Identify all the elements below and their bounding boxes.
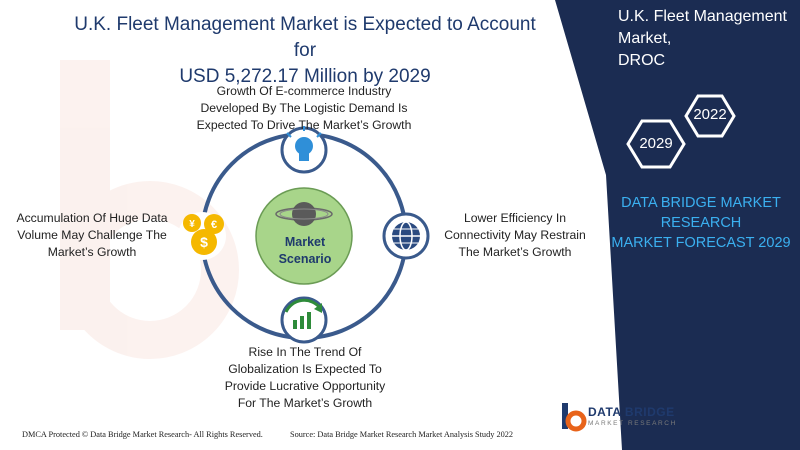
watermark xyxy=(60,60,239,359)
hexagon-label-2022: 2022 xyxy=(693,106,727,123)
driver-text: Growth Of E-commerce Industry Developed … xyxy=(190,83,418,134)
center-label-line-2: Scenario xyxy=(278,252,332,266)
title-line-2: USD 5,272.17 Million by 2029 xyxy=(179,66,431,87)
logo-name: DATA BRIDGE xyxy=(588,405,675,419)
challenge-line-3: Market’s Growth xyxy=(47,245,137,259)
title-line-1: U.K. Fleet Management Market is Expected… xyxy=(74,14,536,61)
driver-line-2: Developed By The Logistic Demand Is xyxy=(200,101,408,115)
opportunity-line-3: Provide Lucrative Opportunity xyxy=(224,379,386,393)
brand-line-2: RESEARCH xyxy=(660,215,742,231)
side-panel-title: U.K. Fleet Management Market, DROC xyxy=(618,6,794,72)
driver-line-1: Growth Of E-commerce Industry xyxy=(216,84,392,98)
brand-line-1: DATA BRIDGE MARKET xyxy=(621,195,781,211)
logo-tagline: MARKET RESEARCH xyxy=(588,420,677,427)
hexagon-2022 xyxy=(684,94,736,138)
driver-line-3: Expected To Drive The Market’s Growth xyxy=(196,118,412,132)
center-disc xyxy=(255,187,353,285)
hexagon-2029 xyxy=(626,119,686,169)
main-title: U.K. Fleet Management Market is Expected… xyxy=(70,12,540,90)
center-sphere xyxy=(292,202,316,226)
side-title-line-2: DROC xyxy=(618,52,666,69)
restraint-line-2: Connectivity May Restrain xyxy=(444,228,586,242)
hexagon-label-2029: 2029 xyxy=(639,135,673,152)
restraint-line-3: The Market’s Growth xyxy=(458,245,572,259)
opportunity-line-1: Rise In The Trend Of xyxy=(248,345,362,359)
source-text: Source: Data Bridge Market Research Mark… xyxy=(290,430,514,439)
svg-text:€: € xyxy=(211,219,217,231)
svg-text:¥: ¥ xyxy=(189,219,195,230)
side-panel-bg xyxy=(555,0,800,450)
center-sphere-ring xyxy=(279,208,329,220)
currency-coins-icon: ¥ € $ xyxy=(178,212,226,260)
challenge-line-1: Accumulation Of Huge Data xyxy=(16,211,168,225)
challenge-line-2: Volume May Challenge The xyxy=(17,228,167,242)
opportunity-line-4: For The Market’s Growth xyxy=(237,396,373,410)
challenge-text: Accumulation Of Huge Data Volume May Cha… xyxy=(12,210,172,261)
opportunity-line-2: Globalization Is Expected To xyxy=(228,362,382,376)
svg-text:$: $ xyxy=(200,234,208,250)
brand-line-3: MARKET FORECAST 2029 xyxy=(611,235,791,251)
restraint-text: Lower Efficiency In Connectivity May Res… xyxy=(430,210,600,261)
opportunity-text: Rise In The Trend Of Globalization Is Ex… xyxy=(215,344,395,412)
center-label-line-1: Market xyxy=(284,235,326,249)
center-label: Market Scenario xyxy=(262,234,348,268)
restraint-line-1: Lower Efficiency In xyxy=(463,211,567,225)
data-bridge-logo-icon xyxy=(562,403,587,432)
brand-forecast: DATA BRIDGE MARKET RESEARCH MARKET FOREC… xyxy=(606,193,796,253)
lightbulb-icon xyxy=(280,126,328,174)
copyright-text: DMCA Protected © Data Bridge Market Rese… xyxy=(22,430,263,439)
globe-icon xyxy=(382,212,430,260)
side-title-line-1: U.K. Fleet Management Market, xyxy=(618,8,787,47)
growth-chart-icon xyxy=(280,296,328,344)
